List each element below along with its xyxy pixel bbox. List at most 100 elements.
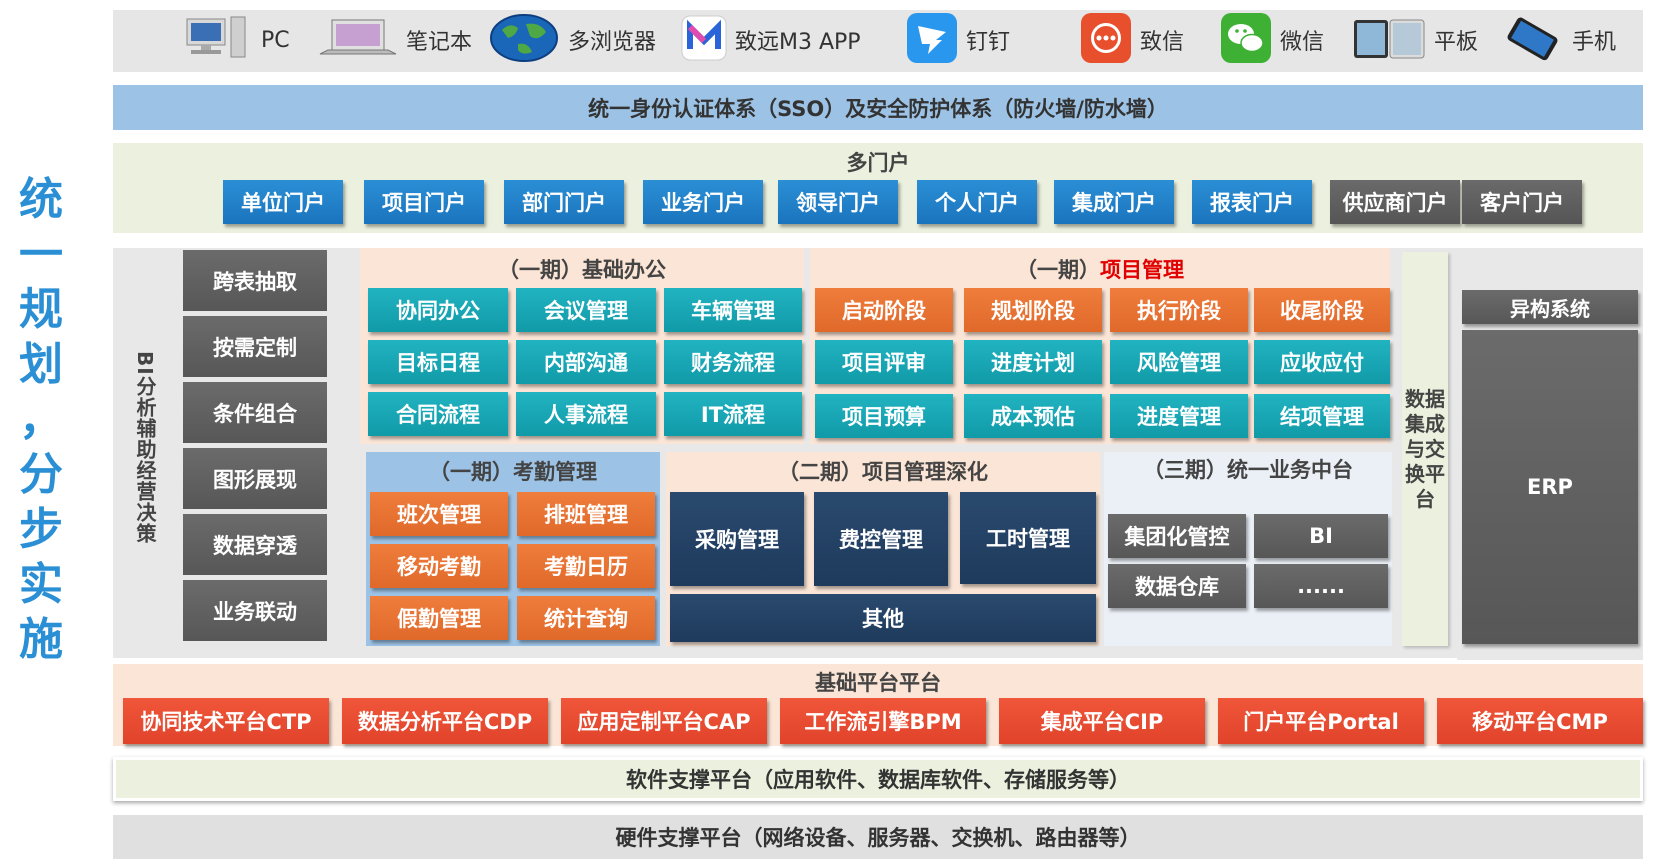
device-label: 多浏览器 (568, 30, 657, 55)
bi-panel: BI分析辅助经营决策 (113, 248, 178, 646)
project-item[interactable]: 风险管理 (1110, 340, 1248, 384)
portal-customer[interactable]: 客户门户 (1462, 180, 1582, 224)
device-label: PC (261, 27, 290, 53)
bi-item[interactable]: 按需定制 (183, 316, 327, 377)
bi-item[interactable]: 图形展现 (183, 448, 327, 509)
project-item[interactable]: 进度管理 (1110, 394, 1248, 438)
project-item[interactable]: 结项管理 (1254, 394, 1390, 438)
project-item[interactable]: 规划阶段 (964, 288, 1102, 332)
dingtalk-icon (906, 12, 958, 68)
title-char: 施 (19, 614, 63, 665)
bi-item[interactable]: 业务联动 (183, 580, 327, 641)
device-browser: 多浏览器 (488, 10, 656, 70)
platform-cap[interactable]: 应用定制平台CAP (561, 698, 767, 744)
attendance-item[interactable]: 统计查询 (517, 596, 655, 640)
data-exchange-panel: 数据集成与交换平台 (1402, 252, 1448, 646)
office-item[interactable]: 车辆管理 (664, 288, 802, 332)
project-title: （一期）项目管理 (810, 254, 1390, 284)
office-item[interactable]: 财务流程 (664, 340, 802, 384)
title-char: 一 (19, 229, 63, 280)
portal-unit[interactable]: 单位门户 (223, 180, 343, 224)
project-item[interactable]: 启动阶段 (815, 288, 953, 332)
device-label: 致信 (1140, 30, 1185, 55)
hardware-text: 硬件支撑平台（网络设备、服务器、交换机、路由器等） (615, 826, 1141, 850)
project-item[interactable]: 收尾阶段 (1254, 288, 1390, 332)
platform-portal[interactable]: 门户平台Portal (1218, 698, 1424, 744)
project-item[interactable]: 执行阶段 (1110, 288, 1248, 332)
tablet-icon (1352, 14, 1426, 66)
attendance-item[interactable]: 班次管理 (370, 492, 508, 536)
device-wechat: 微信 (1220, 10, 1324, 70)
attendance-item[interactable]: 排班管理 (517, 492, 655, 536)
bi-item[interactable]: 跨表抽取 (183, 250, 327, 311)
pc-icon (183, 13, 253, 67)
m3-app-icon (681, 15, 727, 65)
device-label: 笔记本 (406, 30, 473, 55)
office-item[interactable]: 内部沟通 (516, 340, 656, 384)
platform-cdp[interactable]: 数据分析平台CDP (342, 698, 548, 744)
erp-box[interactable]: ERP (1462, 330, 1638, 644)
portal-supplier[interactable]: 供应商门户 (1330, 180, 1460, 224)
platform-ctp[interactable]: 协同技术平台CTP (123, 698, 329, 744)
phase2-item[interactable]: 采购管理 (670, 492, 804, 586)
sso-bar: 统一身份认证体系（SSO）及安全防护体系（防火墙/防水墙） (113, 85, 1643, 130)
portal-integration[interactable]: 集成门户 (1054, 180, 1174, 224)
data-exchange-label: 数据集成与交换平台 (1405, 386, 1445, 511)
office-item[interactable]: 会议管理 (516, 288, 656, 332)
project-item[interactable]: 项目评审 (815, 340, 953, 384)
title-char: 分 (19, 449, 63, 500)
platform-cip[interactable]: 集成平台CIP (999, 698, 1205, 744)
laptop-icon (318, 16, 398, 64)
office-item[interactable]: 协同办公 (368, 288, 508, 332)
office-item[interactable]: 目标日程 (368, 340, 508, 384)
phase3-title: （三期）统一业务中台 (1143, 458, 1353, 482)
phase2-item[interactable]: 费控管理 (814, 492, 948, 586)
project-item[interactable]: 项目预算 (815, 394, 953, 438)
platform-cmp[interactable]: 移动平台CMP (1437, 698, 1643, 744)
project-item[interactable]: 进度计划 (964, 340, 1102, 384)
office-item[interactable]: IT流程 (664, 392, 802, 436)
portal-leader[interactable]: 领导门户 (778, 180, 898, 224)
device-laptop: 笔记本 (318, 10, 472, 70)
phone-icon (1502, 12, 1564, 68)
base-platform-title: 基础平台平台 (815, 671, 941, 695)
portal-personal[interactable]: 个人门户 (917, 180, 1037, 224)
portal-business[interactable]: 业务门户 (643, 180, 763, 224)
portal-department[interactable]: 部门门户 (504, 180, 624, 224)
bi-item[interactable]: 条件组合 (183, 382, 327, 443)
device-dingtalk: 钉钉 (906, 10, 1010, 70)
phase3-item[interactable]: ...... (1254, 564, 1388, 608)
phase3-item[interactable]: 数据仓库 (1108, 564, 1246, 608)
phase2-other[interactable]: 其他 (670, 594, 1096, 642)
device-label: 手机 (1572, 30, 1617, 55)
portal-report[interactable]: 报表门户 (1192, 180, 1312, 224)
device-label: 致远M3 APP (735, 30, 861, 55)
platform-bpm[interactable]: 工作流引擎BPM (780, 698, 986, 744)
hetero-title: 异构系统 (1462, 290, 1638, 324)
office-title: （一期）基础办公 (498, 258, 666, 282)
attendance-item[interactable]: 假勤管理 (370, 596, 508, 640)
project-item[interactable]: 应收应付 (1254, 340, 1390, 384)
phase3-item[interactable]: BI (1254, 514, 1388, 558)
bi-item[interactable]: 数据穿透 (183, 514, 327, 575)
sso-text: 统一身份认证体系（SSO）及安全防护体系（防火墙/防水墙） (588, 96, 1168, 121)
phase2-item[interactable]: 工时管理 (960, 492, 1096, 584)
phase3-item[interactable]: 集团化管控 (1108, 514, 1246, 558)
attendance-item[interactable]: 移动考勤 (370, 544, 508, 588)
wechat-icon (1220, 12, 1272, 68)
device-zhixin: 致信 (1080, 10, 1184, 70)
title-char: 规 (19, 284, 63, 335)
office-item[interactable]: 合同流程 (368, 392, 508, 436)
attendance-item[interactable]: 考勤日历 (517, 544, 655, 588)
portal-project[interactable]: 项目门户 (364, 180, 484, 224)
phase2-title: （二期）项目管理深化 (778, 460, 988, 484)
project-item[interactable]: 成本预估 (964, 394, 1102, 438)
device-phone: 手机 (1502, 10, 1616, 70)
device-label: 微信 (1280, 30, 1325, 55)
title-char: ， (19, 394, 63, 445)
bi-title: BI分析辅助经营决策 (133, 350, 157, 544)
zhixin-icon (1080, 12, 1132, 68)
office-item[interactable]: 人事流程 (516, 392, 656, 436)
software-bar: 软件支撑平台（应用软件、数据库软件、存储服务等） (113, 757, 1643, 801)
title-char: 实 (19, 559, 63, 610)
